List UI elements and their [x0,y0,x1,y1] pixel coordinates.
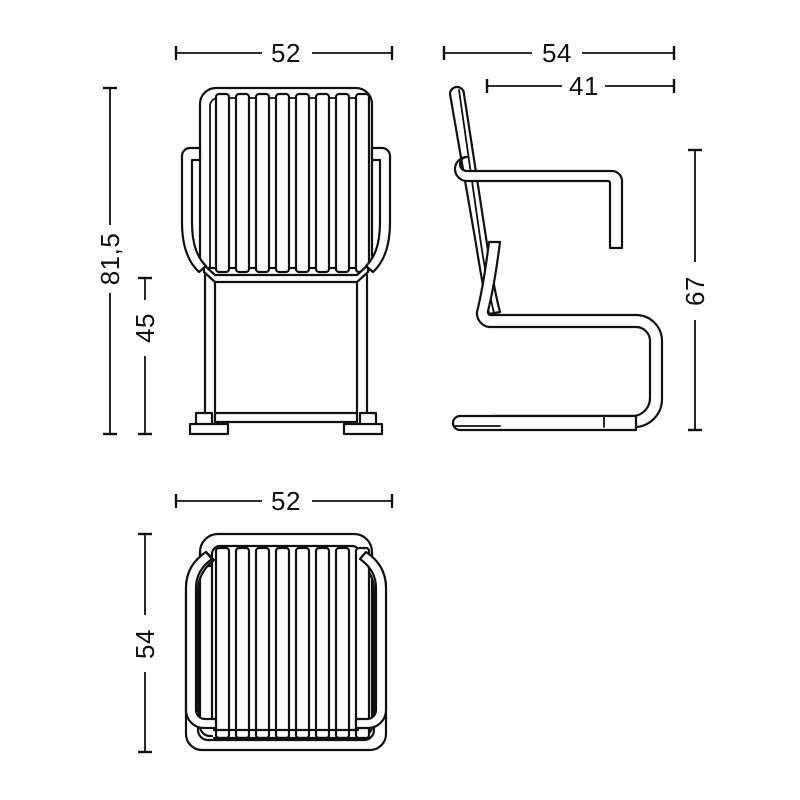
front-view-dimensions: 52 81,5 45 [95,38,394,436]
front-runner-right [342,422,384,436]
dim-67-label: 67 [680,276,710,306]
front-armrest-left [180,146,208,274]
front-slat [354,92,371,274]
top-slat [354,546,371,740]
top-slat [334,546,351,740]
top-armrest-right [354,550,388,730]
side-view-dimensions: 54 41 67 [442,38,710,432]
side-seat-cantilever-outer [475,240,664,429]
front-slat [294,92,311,274]
top-slat [314,546,331,740]
top-slat [214,546,231,740]
dim-815-label: 81,5 [95,233,125,286]
front-slat [214,92,231,274]
dim-52-front-label: 52 [271,38,301,68]
front-slat [234,92,251,274]
top-left-rail-outer [198,550,214,738]
front-seat-edge [202,263,370,284]
dim-41-label: 41 [569,71,599,101]
top-slat [234,546,251,740]
front-backrest-slats [214,92,371,274]
side-armrest-rail [453,155,624,250]
front-runner-left [188,422,230,436]
side-view [448,85,664,432]
front-slat [334,92,351,274]
side-runner [451,414,638,432]
dim-54-side-label: 54 [542,38,572,68]
dim-52-top-label: 52 [271,486,301,516]
top-slat [274,546,291,740]
front-slat [274,92,291,274]
dim-54-top-label: 54 [130,629,160,659]
front-slat [254,92,271,274]
front-slat [314,92,331,274]
top-seat-slats [214,546,371,740]
front-view [180,86,392,436]
dim-45-label: 45 [130,313,160,343]
top-slat [294,546,311,740]
top-armrest-left [184,550,218,730]
top-seat-frame [184,550,388,752]
top-view-dimensions: 52 54 [130,486,394,754]
top-slat [254,546,271,740]
top-view [184,532,388,752]
front-armrest-right [364,146,392,274]
